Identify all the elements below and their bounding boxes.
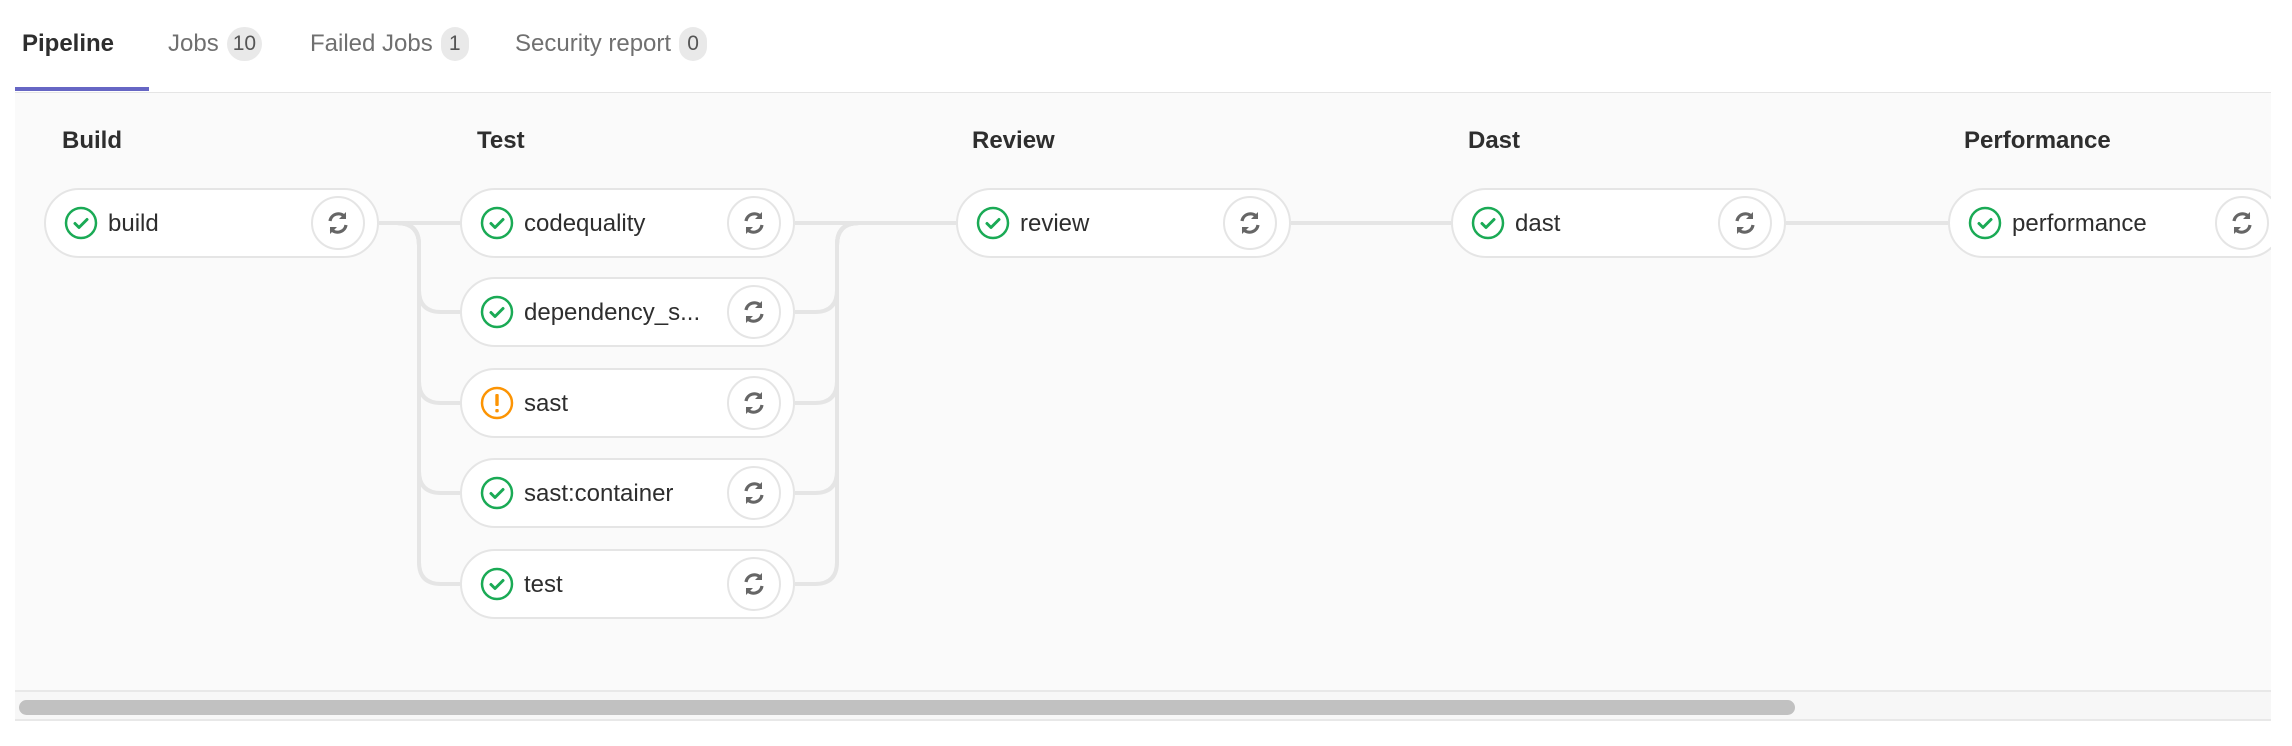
connector-test-review [795, 221, 860, 495]
tab-label: Security report [515, 30, 672, 57]
status-success-icon [480, 476, 514, 510]
stage-title-test: Test [477, 127, 525, 154]
pipeline-graph: Build build Test codequality dependency_… [15, 93, 2271, 690]
tab-label: Jobs [168, 30, 219, 57]
retry-icon [744, 392, 764, 414]
horizontal-scrollbar[interactable] [15, 690, 2271, 721]
retry-icon [744, 212, 764, 234]
connector-build-test [396, 221, 460, 495]
stage-title-review: Review [972, 127, 1055, 154]
job-review[interactable]: review [956, 188, 1291, 258]
retry-button[interactable] [727, 376, 781, 430]
job-name: sast:container [524, 480, 674, 507]
tab-failed-jobs[interactable]: Failed Jobs 1 [310, 26, 469, 62]
active-tab-indicator [15, 87, 149, 91]
retry-button[interactable] [727, 557, 781, 611]
connector-test-review [795, 221, 860, 314]
tab-label: Failed Jobs [310, 30, 433, 57]
job-dast[interactable]: dast [1451, 188, 1786, 258]
status-success-icon [64, 206, 98, 240]
job-name: dast [1515, 210, 1561, 237]
job-name: codequality [524, 210, 646, 237]
status-warning-icon [480, 386, 514, 420]
job-sast[interactable]: sast [460, 368, 795, 438]
job-name: build [108, 210, 159, 237]
tab-label: Pipeline [22, 30, 115, 57]
job-performance[interactable]: performance [1948, 188, 2271, 258]
status-success-icon [480, 206, 514, 240]
status-success-icon [480, 567, 514, 601]
retry-icon [1735, 212, 1755, 234]
job-name: sast [524, 390, 569, 417]
retry-button[interactable] [727, 196, 781, 250]
job-name: test [524, 571, 563, 598]
status-success-icon [976, 206, 1010, 240]
retry-button[interactable] [311, 196, 365, 250]
job-sast-container[interactable]: sast:container [460, 458, 795, 528]
connector-build-test [396, 221, 460, 314]
retry-icon [2232, 212, 2252, 234]
job-connectors [379, 221, 1948, 586]
retry-icon [744, 301, 764, 323]
job-name: dependency_s... [524, 299, 701, 326]
security-count-badge: 0 [679, 27, 708, 61]
tab-jobs[interactable]: Jobs 10 [168, 26, 263, 62]
status-success-icon [1968, 206, 2002, 240]
tab-pipeline[interactable]: Pipeline [22, 26, 114, 62]
retry-icon [744, 482, 764, 504]
pipeline-tabs: Pipeline Jobs 10 Failed Jobs 1 Security re… [15, 0, 2271, 94]
scrollbar-thumb[interactable] [19, 700, 1795, 715]
retry-button[interactable] [2215, 196, 2269, 250]
failed-jobs-count-badge: 1 [440, 27, 469, 61]
stage-title-dast: Dast [1468, 127, 1521, 154]
status-success-icon [480, 295, 514, 329]
job-name: performance [2012, 210, 2147, 237]
status-success-icon [1471, 206, 1505, 240]
job-build[interactable]: build [44, 188, 379, 258]
retry-icon [744, 573, 764, 595]
retry-button[interactable] [1223, 196, 1277, 250]
connector-test-review [795, 221, 860, 586]
connector-build-test [396, 221, 460, 586]
retry-button[interactable] [727, 466, 781, 520]
stage-title-performance: Performance [1964, 127, 2111, 154]
job-test[interactable]: test [460, 549, 795, 619]
job-dependency-s-[interactable]: dependency_s... [460, 277, 795, 347]
retry-icon [328, 212, 348, 234]
retry-icon [1240, 212, 1260, 234]
job-codequality[interactable]: codequality [460, 188, 795, 258]
retry-button[interactable] [1718, 196, 1772, 250]
stage-title-build: Build [62, 127, 122, 154]
tab-security-report[interactable]: Security report 0 [515, 26, 708, 62]
retry-button[interactable] [727, 285, 781, 339]
jobs-count-badge: 10 [226, 27, 263, 61]
job-name: review [1020, 210, 1090, 237]
